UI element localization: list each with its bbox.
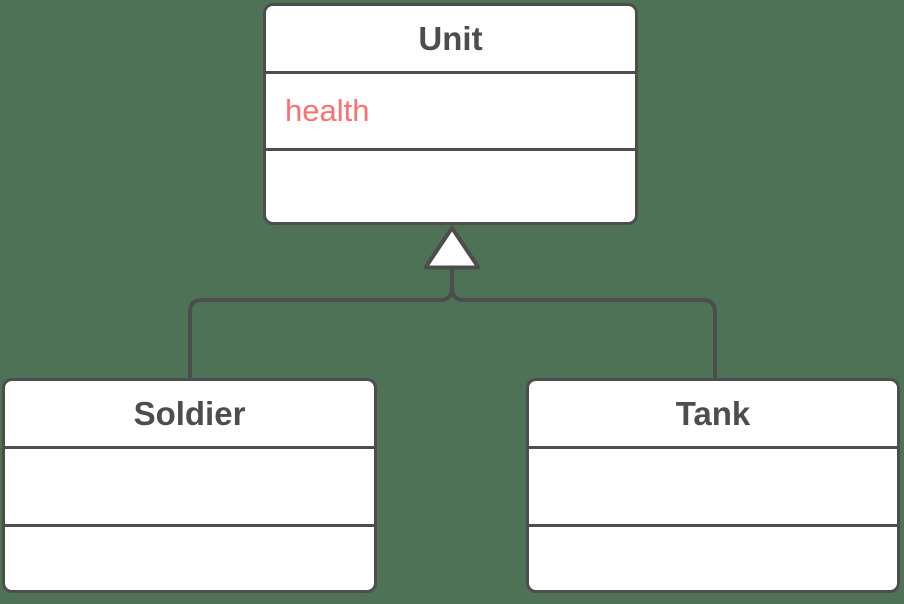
class-box-tank[interactable]: Tank [526, 378, 900, 593]
class-methods-compartment[interactable] [5, 524, 374, 590]
class-attribute: health [285, 93, 370, 128]
class-title-compartment[interactable]: Unit [266, 6, 635, 71]
class-attributes-compartment[interactable] [5, 446, 374, 524]
class-attributes-compartment[interactable] [529, 446, 897, 524]
class-attributes-compartment[interactable]: health [266, 71, 635, 148]
inheritance-arrowhead[interactable] [423, 226, 481, 270]
class-title: Tank [675, 394, 751, 432]
inheritance-connector-soldier[interactable] [188, 265, 454, 378]
class-box-unit[interactable]: Unit health [263, 3, 638, 225]
class-methods-compartment[interactable] [529, 524, 897, 590]
class-box-soldier[interactable]: Soldier [2, 378, 377, 593]
class-title-compartment[interactable]: Soldier [5, 381, 374, 446]
class-methods-compartment[interactable] [266, 148, 635, 222]
class-title: Soldier [133, 394, 246, 432]
inheritance-connector-tank[interactable] [450, 265, 717, 378]
class-title: Unit [418, 19, 483, 57]
class-title-compartment[interactable]: Tank [529, 381, 897, 446]
